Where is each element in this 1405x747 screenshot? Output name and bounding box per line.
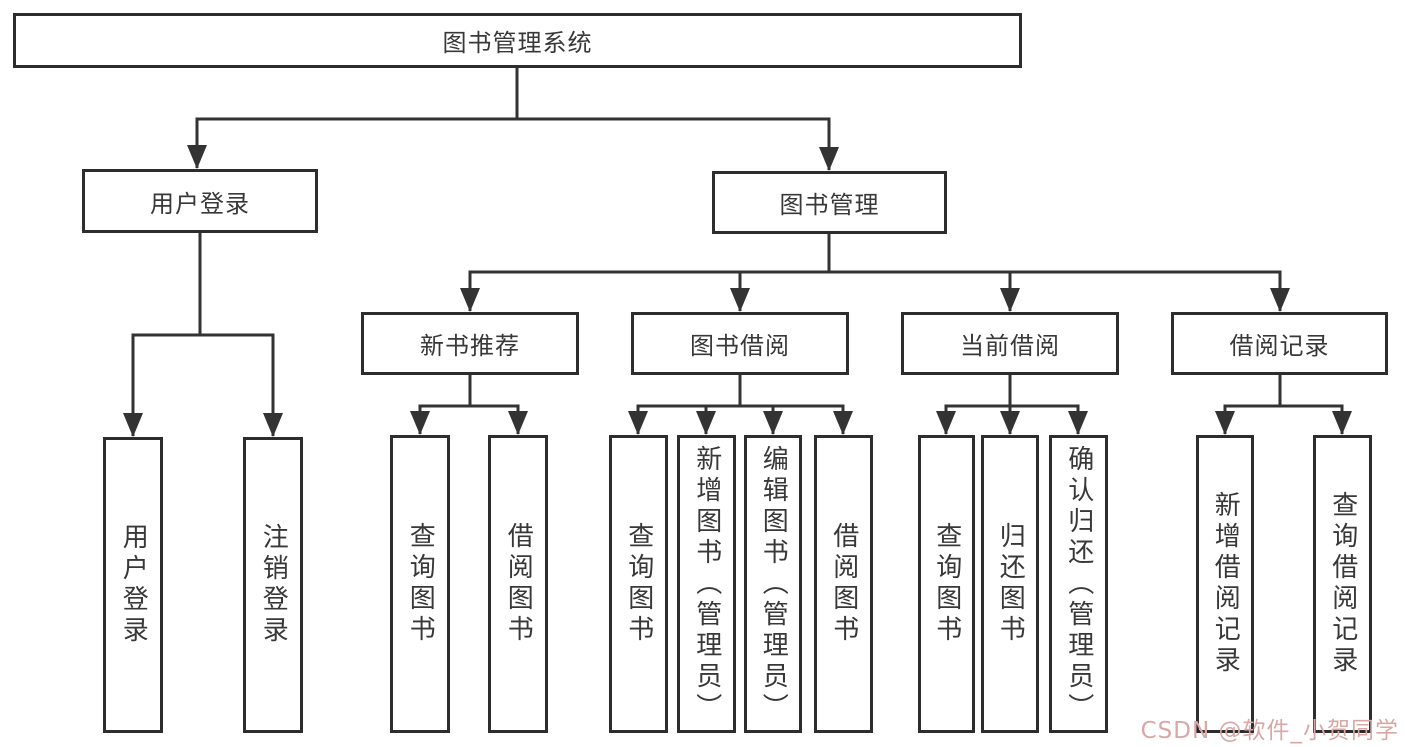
node-label: 图书管理系统 xyxy=(442,29,593,57)
leaf-return-books: 归还图书 xyxy=(981,435,1039,733)
node-current-borrow: 当前借阅 xyxy=(901,312,1119,375)
node-label: 当前借阅 xyxy=(960,332,1060,360)
node-label: 图书借阅 xyxy=(690,332,790,360)
node-label: 查询图书 xyxy=(623,522,654,646)
node-label: 注销登录 xyxy=(258,523,289,647)
node-label: 归还图书 xyxy=(995,522,1026,646)
leaf-query-borrow-record: 查询借阅记录 xyxy=(1313,435,1372,733)
node-label: 查询图书 xyxy=(931,522,962,646)
leaf-logout-login: 注销登录 xyxy=(243,437,303,733)
leaf-add-borrow-record: 新增借阅记录 xyxy=(1196,435,1254,733)
leaf-add-book-admin: 新增图书（管理员） xyxy=(677,435,736,733)
node-label: 图书管理 xyxy=(779,191,880,219)
node-label: 新增借阅记录 xyxy=(1210,491,1241,677)
node-book-borrow: 图书借阅 xyxy=(631,312,849,375)
leaf-user-login: 用户登录 xyxy=(103,437,163,733)
node-label: 借阅图书 xyxy=(503,522,534,646)
node-user-login: 用户登录 xyxy=(82,169,318,233)
leaf-borrow-books-recommend: 借阅图书 xyxy=(488,435,548,733)
node-label: 用户登录 xyxy=(118,523,149,647)
node-label: 查询借阅记录 xyxy=(1327,491,1358,677)
node-borrow-records: 借阅记录 xyxy=(1171,312,1388,375)
node-label: 用户登录 xyxy=(150,189,250,218)
node-new-book-recommend: 新书推荐 xyxy=(361,312,579,375)
leaf-query-books-current: 查询图书 xyxy=(918,435,975,733)
node-library-system: 图书管理系统 xyxy=(13,13,1022,68)
leaf-edit-book-admin: 编辑图书（管理员） xyxy=(744,435,802,733)
node-label: 新增图书（管理员） xyxy=(691,444,722,724)
leaf-confirm-return-admin: 确认归还（管理员） xyxy=(1049,435,1108,733)
node-label: 编辑图书（管理员） xyxy=(758,444,789,724)
node-label: 确认归还（管理员） xyxy=(1063,444,1094,724)
leaf-query-books-recommend: 查询图书 xyxy=(390,435,450,733)
csdn-watermark: CSDN @软件_小贺同学 xyxy=(1140,718,1399,744)
node-label: 新书推荐 xyxy=(420,332,520,360)
leaf-query-books-borrow: 查询图书 xyxy=(609,435,668,733)
node-label: 借阅图书 xyxy=(828,522,859,646)
node-book-management: 图书管理 xyxy=(712,171,947,234)
leaf-borrow-books: 借阅图书 xyxy=(814,435,873,733)
node-label: 查询图书 xyxy=(405,522,436,646)
node-label: 借阅记录 xyxy=(1229,332,1330,360)
